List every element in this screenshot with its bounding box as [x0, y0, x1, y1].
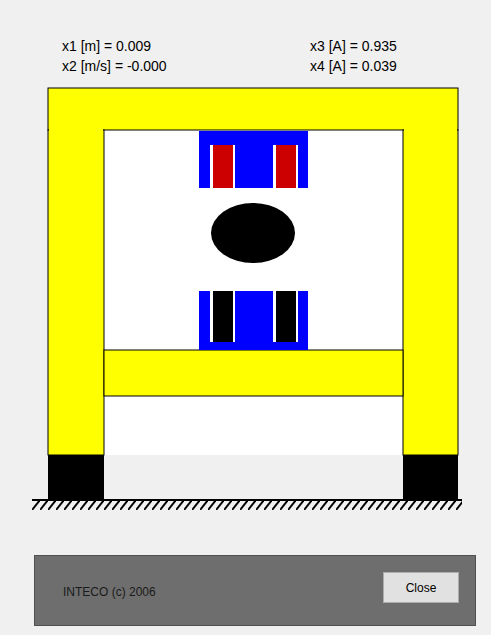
coil-gap [273, 145, 298, 188]
foot [48, 455, 104, 500]
state-readout: x1 [m] = 0.009 [62, 38, 151, 54]
coil-gap [210, 145, 235, 188]
coil-gap [273, 291, 298, 342]
state-readout: x4 [A] = 0.039 [310, 58, 397, 74]
frame-top [48, 88, 458, 130]
lower-electromagnet [199, 291, 308, 350]
coil [276, 291, 296, 342]
ground-hatch [32, 501, 462, 510]
button-label: Close [406, 581, 437, 595]
levitated-ball [211, 203, 295, 263]
frame-joint [49, 129, 103, 132]
frame-joint [404, 129, 457, 132]
coil-gap [210, 291, 235, 342]
state-readout: x2 [m/s] = -0.000 [62, 58, 167, 74]
coil [276, 145, 296, 188]
inner-space [104, 130, 403, 455]
state-readout: x3 [A] = 0.935 [310, 38, 397, 54]
foot [403, 455, 458, 500]
upper-electromagnet [199, 131, 308, 188]
coil [213, 291, 233, 342]
status-panel: INTECO (c) 2006 Close [34, 555, 476, 626]
close-button: Close [383, 572, 459, 603]
ground-line [32, 499, 462, 501]
copyright-text: INTECO (c) 2006 [63, 585, 156, 599]
frame-left-leg [48, 130, 104, 455]
coil [213, 145, 233, 188]
cross-bar [104, 350, 403, 396]
frame-right-leg [403, 130, 458, 455]
